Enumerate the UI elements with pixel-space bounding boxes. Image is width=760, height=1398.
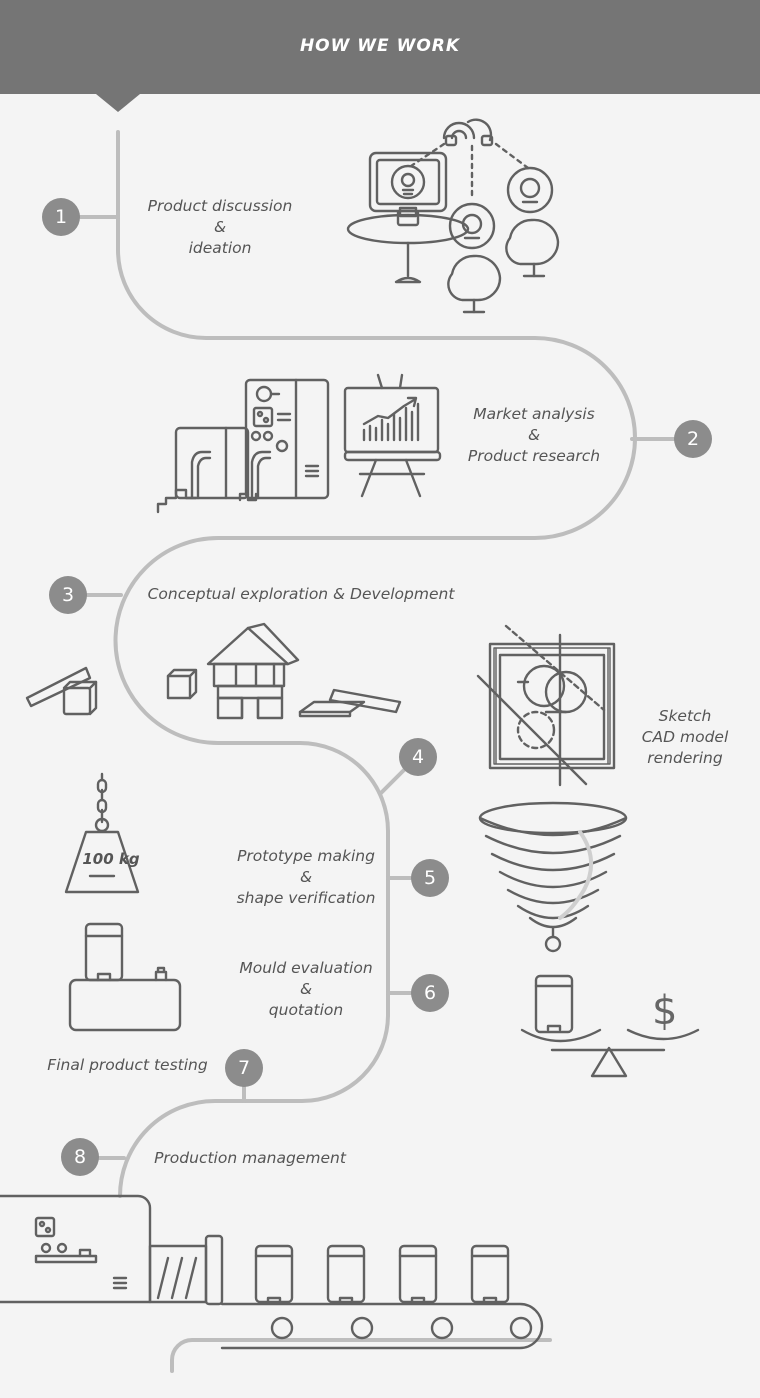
step-2-label: Market analysis&Product research <box>467 405 601 465</box>
page-title: HOW WE WORK <box>299 36 461 56</box>
step-number-7: 7 <box>225 1049 263 1087</box>
scale-icon <box>520 1028 700 1078</box>
bin-icon <box>534 974 574 1034</box>
cad-drawing-icon <box>476 624 616 787</box>
step-number-5: 5 <box>411 859 449 897</box>
chart-easel-icon <box>343 373 442 498</box>
header-notch <box>96 94 140 112</box>
building-blocks-icon <box>25 622 402 720</box>
step-1-label: Product discussion&ideation <box>147 197 293 257</box>
team-people-icon <box>398 166 560 314</box>
production-line-icon <box>0 1194 544 1350</box>
weight-icon <box>64 772 140 894</box>
step-8-label: Production management <box>154 1149 346 1167</box>
step-number-2: 2 <box>674 420 712 458</box>
step-6-label: Mould evaluation&quotation <box>239 959 373 1019</box>
weight-label: 100 kg <box>82 850 140 868</box>
step-number-1: 1 <box>42 198 80 236</box>
dollar-sign-icon: $ <box>652 988 678 1034</box>
funnel-icon <box>478 801 628 953</box>
step-number-8: 8 <box>61 1138 99 1176</box>
step-number-4: 4 <box>399 738 437 776</box>
testing-machine-icon <box>68 922 182 1032</box>
header-bar <box>0 0 760 94</box>
step-5-label: Prototype making&shape verification <box>236 847 376 907</box>
meeting-icon <box>346 118 530 284</box>
step-number-6: 6 <box>411 974 449 1012</box>
step-7-label: Final product testing <box>47 1056 208 1074</box>
factory-machine-icon <box>156 378 330 514</box>
step-3-label: Conceptual exploration & Development <box>147 585 455 603</box>
step-number-3: 3 <box>49 576 87 614</box>
